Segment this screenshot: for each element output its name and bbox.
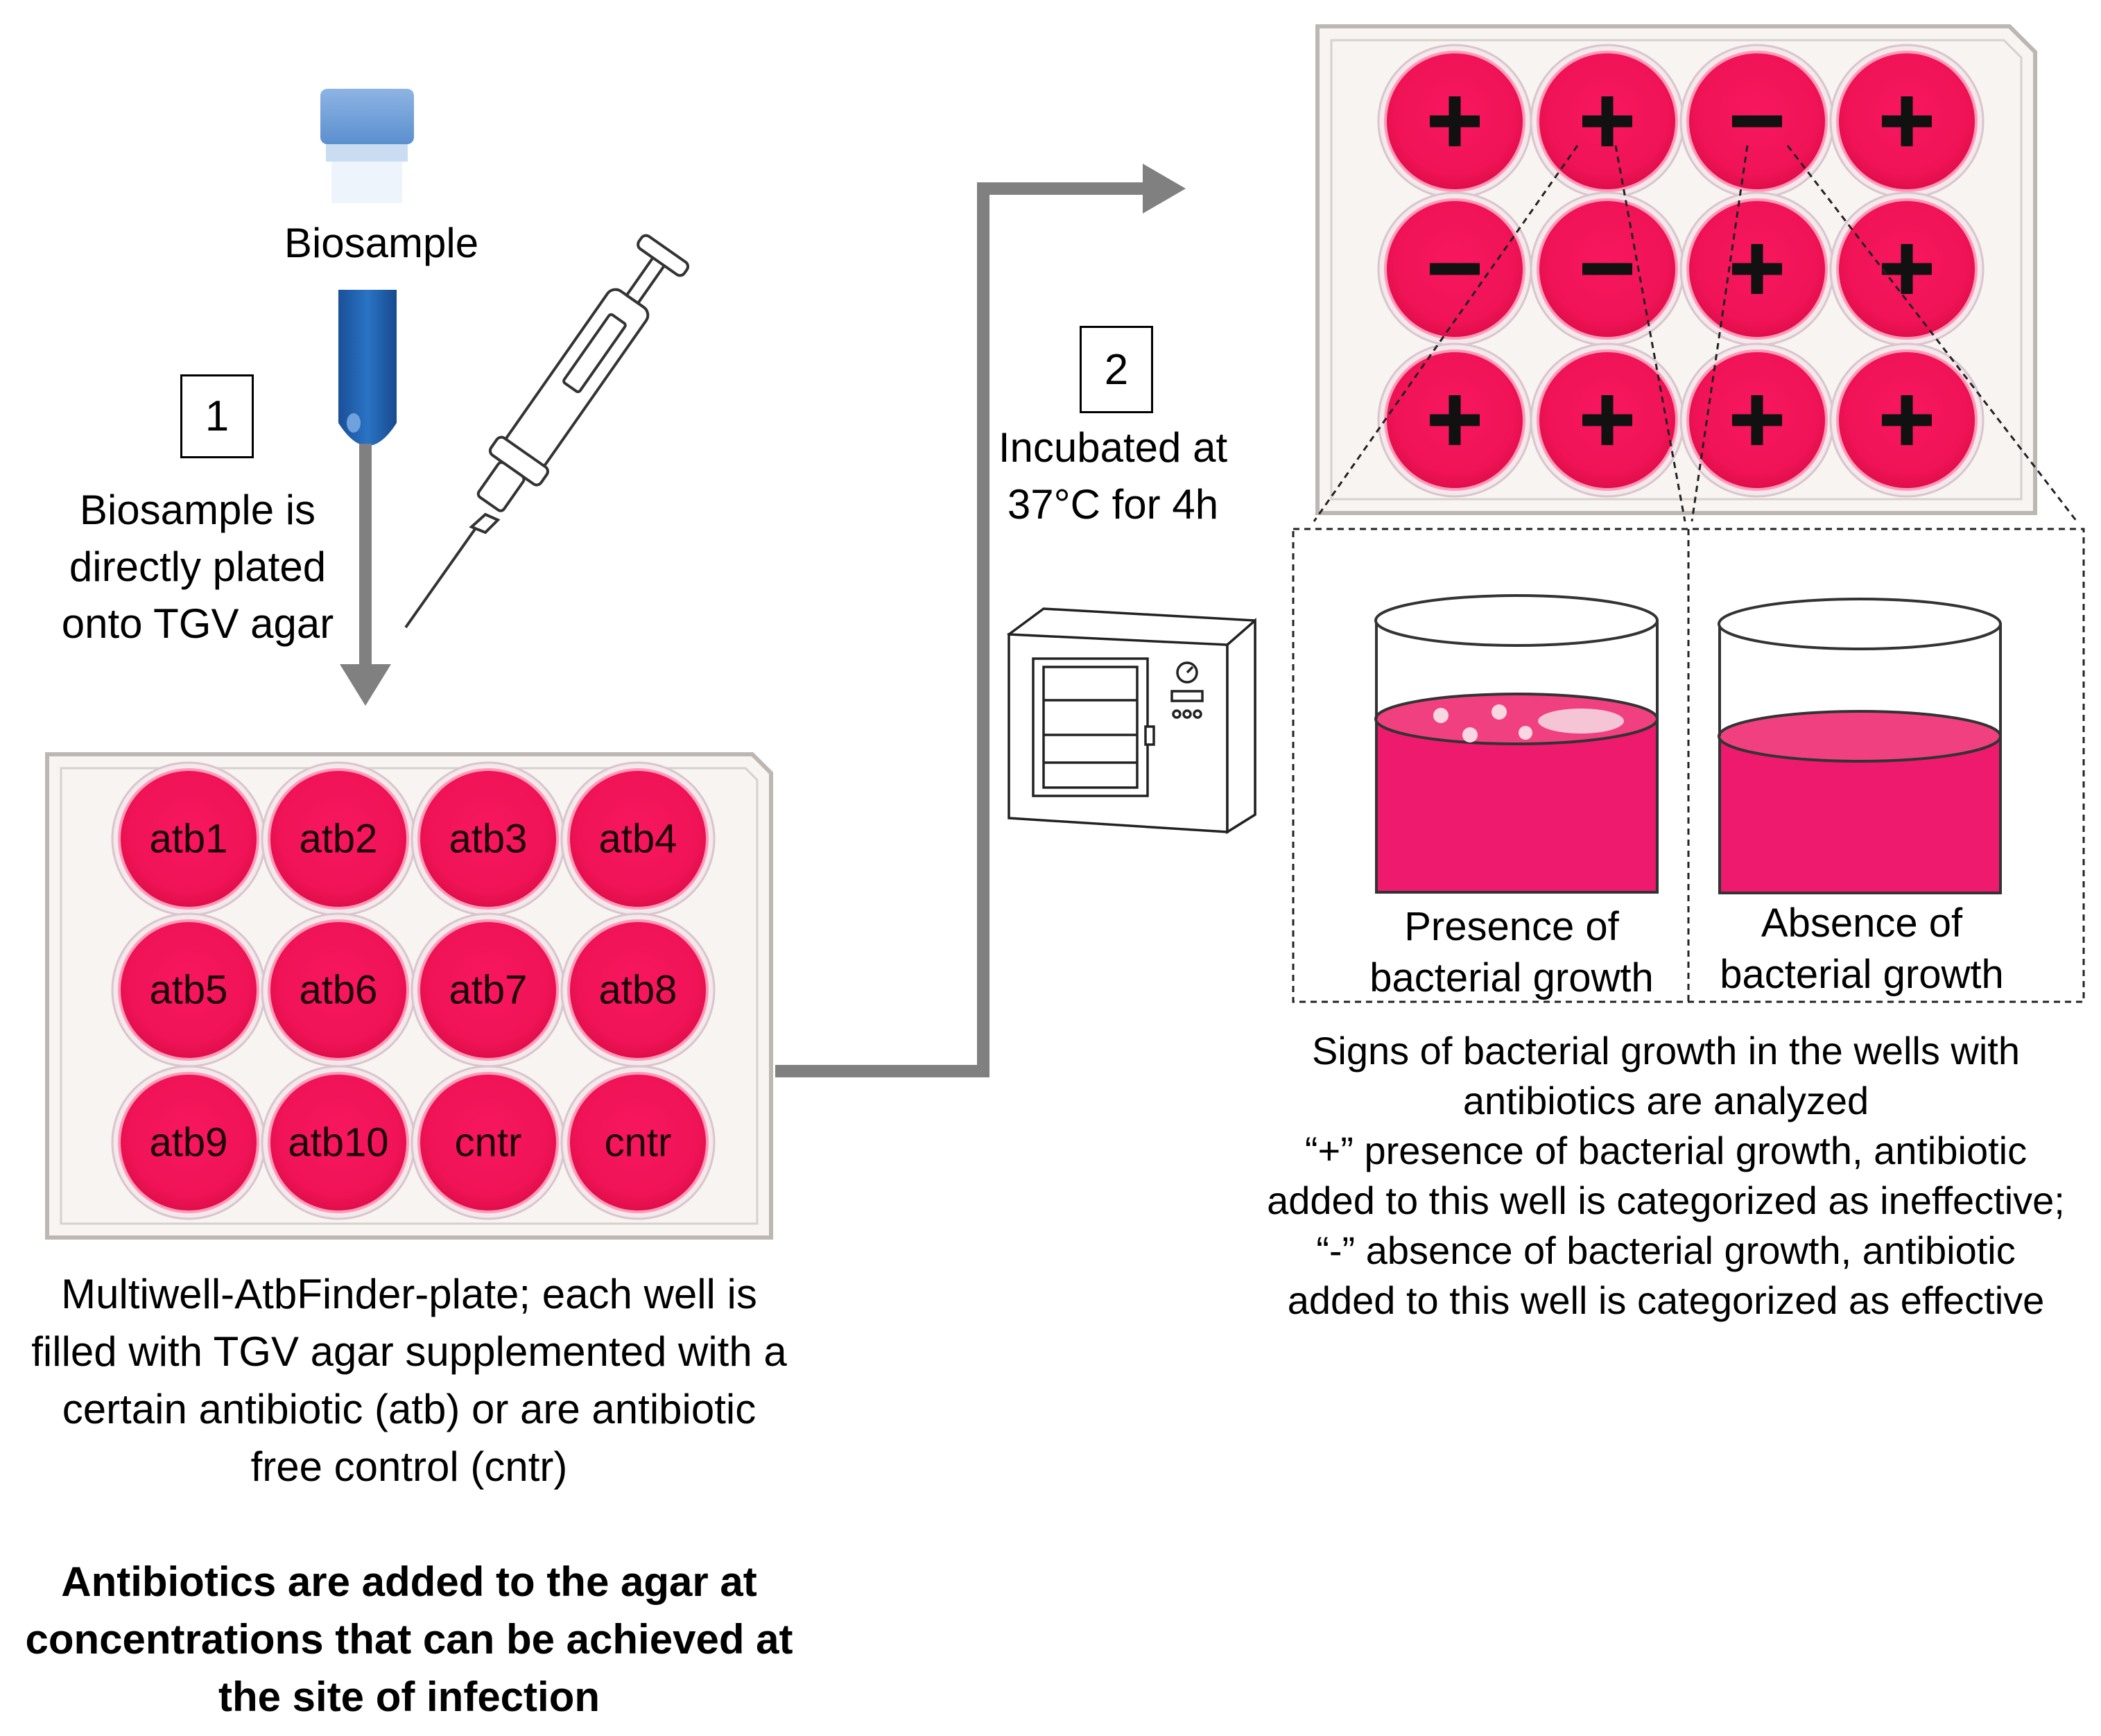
well-label: cntr	[455, 1120, 522, 1165]
analysis-caption: Signs of bacterial growth in the wells w…	[1262, 1026, 2070, 1326]
plus-sign-icon	[1582, 96, 1632, 146]
analysis-line-2: “+” presence of bacterial growth, antibi…	[1267, 1129, 2065, 1222]
result-well-3	[1679, 44, 1835, 199]
tube-cap-icon	[320, 89, 414, 203]
well-label: atb1	[150, 816, 228, 861]
absence-label: Absence of bacterial growth	[1720, 901, 2004, 997]
result-well-5	[1377, 191, 1532, 347]
down-arrow	[340, 444, 391, 706]
plate-caption: Multiwell-AtbFinder-plate; each well is …	[31, 1271, 787, 1490]
plus-sign-icon	[1732, 395, 1782, 445]
step2-number: 2	[1080, 326, 1153, 413]
well-label: atb2	[300, 816, 378, 861]
plus-sign-icon	[1732, 244, 1782, 294]
step2-text: Incubated at 37°C for 4h	[998, 424, 1228, 528]
well-1: atb1	[111, 761, 266, 917]
plus-sign-icon	[1430, 395, 1480, 445]
well-10: atb10	[261, 1065, 416, 1220]
absence-beaker-icon	[1718, 598, 2002, 894]
presence-label: Presence of bacterial growth	[1369, 904, 1654, 1000]
result-well-7	[1679, 191, 1835, 347]
plus-sign-icon	[1882, 395, 1932, 445]
well-4: atb4	[560, 761, 716, 917]
result-well-9	[1377, 342, 1532, 498]
result-well-4	[1829, 44, 1985, 199]
result-well-12	[1829, 342, 1985, 498]
well-label: atb4	[599, 816, 677, 861]
plus-sign-icon	[1582, 395, 1632, 445]
plus-sign-icon	[1882, 244, 1932, 294]
well-label: cntr	[605, 1120, 672, 1165]
step1-text: Biosample is directly plated onto TGV ag…	[61, 487, 334, 647]
well-12: cntr	[560, 1065, 716, 1220]
plus-sign-icon	[1430, 96, 1480, 146]
well-label: atb3	[449, 816, 528, 861]
well-5: atb5	[111, 912, 266, 1068]
plus-sign-icon	[1882, 96, 1932, 146]
analysis-line-3: “-” absence of bacterial growth, antibio…	[1287, 1229, 2045, 1322]
presence-beaker-icon	[1374, 594, 1659, 894]
process-arrow	[775, 164, 1186, 1077]
well-label: atb9	[150, 1120, 228, 1165]
analysis-line-1: Signs of bacterial growth in the wells w…	[1312, 1029, 2020, 1122]
well-label: atb8	[599, 967, 677, 1012]
well-6: atb6	[261, 912, 416, 1068]
result-well-11	[1679, 342, 1835, 498]
result-well-2	[1530, 44, 1685, 199]
multiwell-plate: atb1 atb2 atb3 atb4 atb5 atb6 atb7 atb8 atb9 atb1…	[45, 752, 773, 1240]
result-well-10	[1530, 342, 1685, 498]
well-11: cntr	[410, 1065, 566, 1220]
result-plate	[1315, 24, 2037, 515]
well-2: atb2	[261, 761, 416, 917]
zoom-lines	[1292, 145, 2085, 1003]
well-7: atb7	[410, 912, 566, 1068]
well-label: atb7	[449, 967, 528, 1012]
step1-number: 1	[180, 374, 254, 458]
well-label: atb10	[288, 1120, 388, 1165]
biosample-label: Biosample	[284, 220, 479, 266]
result-well-6	[1530, 191, 1685, 347]
incubator-icon	[1007, 607, 1256, 835]
biosample-tube-icon	[338, 290, 397, 446]
well-label: atb6	[300, 967, 378, 1012]
well-8: atb8	[560, 912, 716, 1068]
result-well-8	[1829, 191, 1985, 347]
plate-caption-bold: Antibiotics are added to the agar at con…	[25, 1559, 793, 1720]
well-3: atb3	[410, 761, 566, 917]
well-9: atb9	[111, 1065, 266, 1220]
well-label: atb5	[150, 967, 228, 1012]
pipette-icon	[404, 234, 690, 629]
result-well-1	[1377, 44, 1532, 199]
